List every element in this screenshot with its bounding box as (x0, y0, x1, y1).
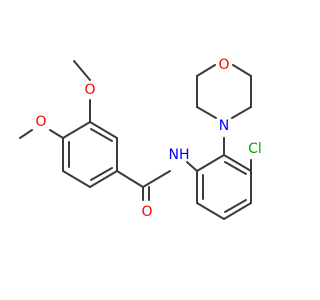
atom-label: O (141, 204, 152, 220)
bond (224, 161, 247, 175)
bond (62, 121, 91, 139)
methoxy-groups (19, 60, 91, 139)
bond (49, 129, 64, 139)
atom-label: O (35, 114, 46, 130)
bond (73, 60, 91, 81)
bond (19, 129, 33, 139)
benzoyl-ring (62, 121, 118, 188)
amide-linkage (116, 161, 198, 201)
bond (196, 106, 217, 119)
bond (90, 128, 113, 142)
atom-label: O (218, 57, 229, 73)
atom-label: NH (169, 147, 190, 163)
bond (231, 106, 252, 119)
bond (223, 202, 252, 220)
bond (196, 64, 216, 77)
bond (186, 161, 198, 172)
atom-label: N (219, 118, 229, 134)
atom-label: Cl (248, 141, 262, 157)
molecule-canvas: O N Cl NH O O O (19, 57, 262, 220)
bond (142, 170, 171, 188)
bond (232, 64, 252, 77)
bond (90, 167, 113, 181)
phenyl-ring (196, 154, 252, 220)
morpholine-ring (196, 64, 252, 156)
bond (89, 121, 118, 139)
atom-label: O (84, 82, 95, 98)
structure-drawing: O N Cl NH O O O (19, 57, 262, 220)
bond (116, 170, 144, 188)
bond (62, 170, 91, 188)
bond (224, 199, 247, 213)
bond (89, 170, 118, 188)
bond (223, 154, 252, 172)
bond (196, 202, 225, 220)
bond (196, 154, 225, 172)
